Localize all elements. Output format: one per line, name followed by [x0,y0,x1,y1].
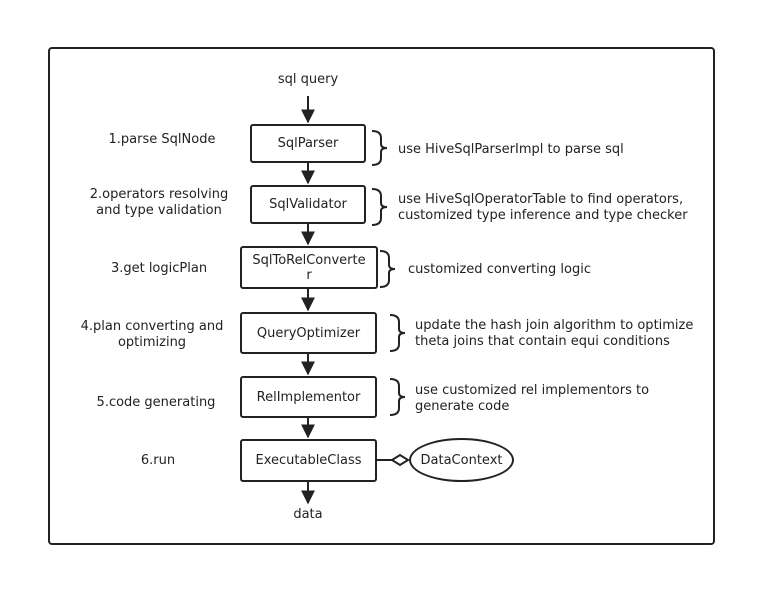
sqltorelconverter-box[interactable]: SqlToRelConverte r [240,246,378,289]
step-label-6: 6.run [140,453,176,468]
step-label-4: 4.plan converting and optimizing [80,319,224,350]
step-label-2: 2.operators resolving and type validatio… [89,187,229,218]
relimplementor-box[interactable]: RelImplementor [240,376,377,418]
note-implementor: use customized rel implementors to gener… [415,383,650,414]
brace-sqlparser [371,130,388,166]
sqlvalidator-box[interactable]: SqlValidator [250,185,366,224]
output-label: data [293,507,323,522]
datacontext-ellipse[interactable]: DataContext [409,438,514,482]
brace-optimizer [389,314,406,352]
note-sqlparser: use HiveSqlParserImpl to parse sql [398,142,624,157]
sqlparser-box[interactable]: SqlParser [250,124,366,163]
note-optimizer: update the hash join algorithm to optimi… [415,318,694,349]
note-converter: customized converting logic [408,262,591,277]
executableclass-box[interactable]: ExecutableClass [240,439,377,482]
queryoptimizer-box[interactable]: QueryOptimizer [240,312,377,354]
step-label-1: 1.parse SqlNode [108,132,216,147]
diagram-frame [48,47,715,545]
brace-converter [379,250,396,288]
input-label: sql query [277,72,339,87]
note-sqlvalidator: use HiveSqlOperatorTable to find operato… [398,192,688,223]
brace-implementor [389,378,406,416]
brace-sqlvalidator [371,188,388,226]
step-label-5: 5.code generating [96,395,216,410]
step-label-3: 3.get logicPlan [110,261,208,276]
aggregation-diamond [390,453,410,467]
